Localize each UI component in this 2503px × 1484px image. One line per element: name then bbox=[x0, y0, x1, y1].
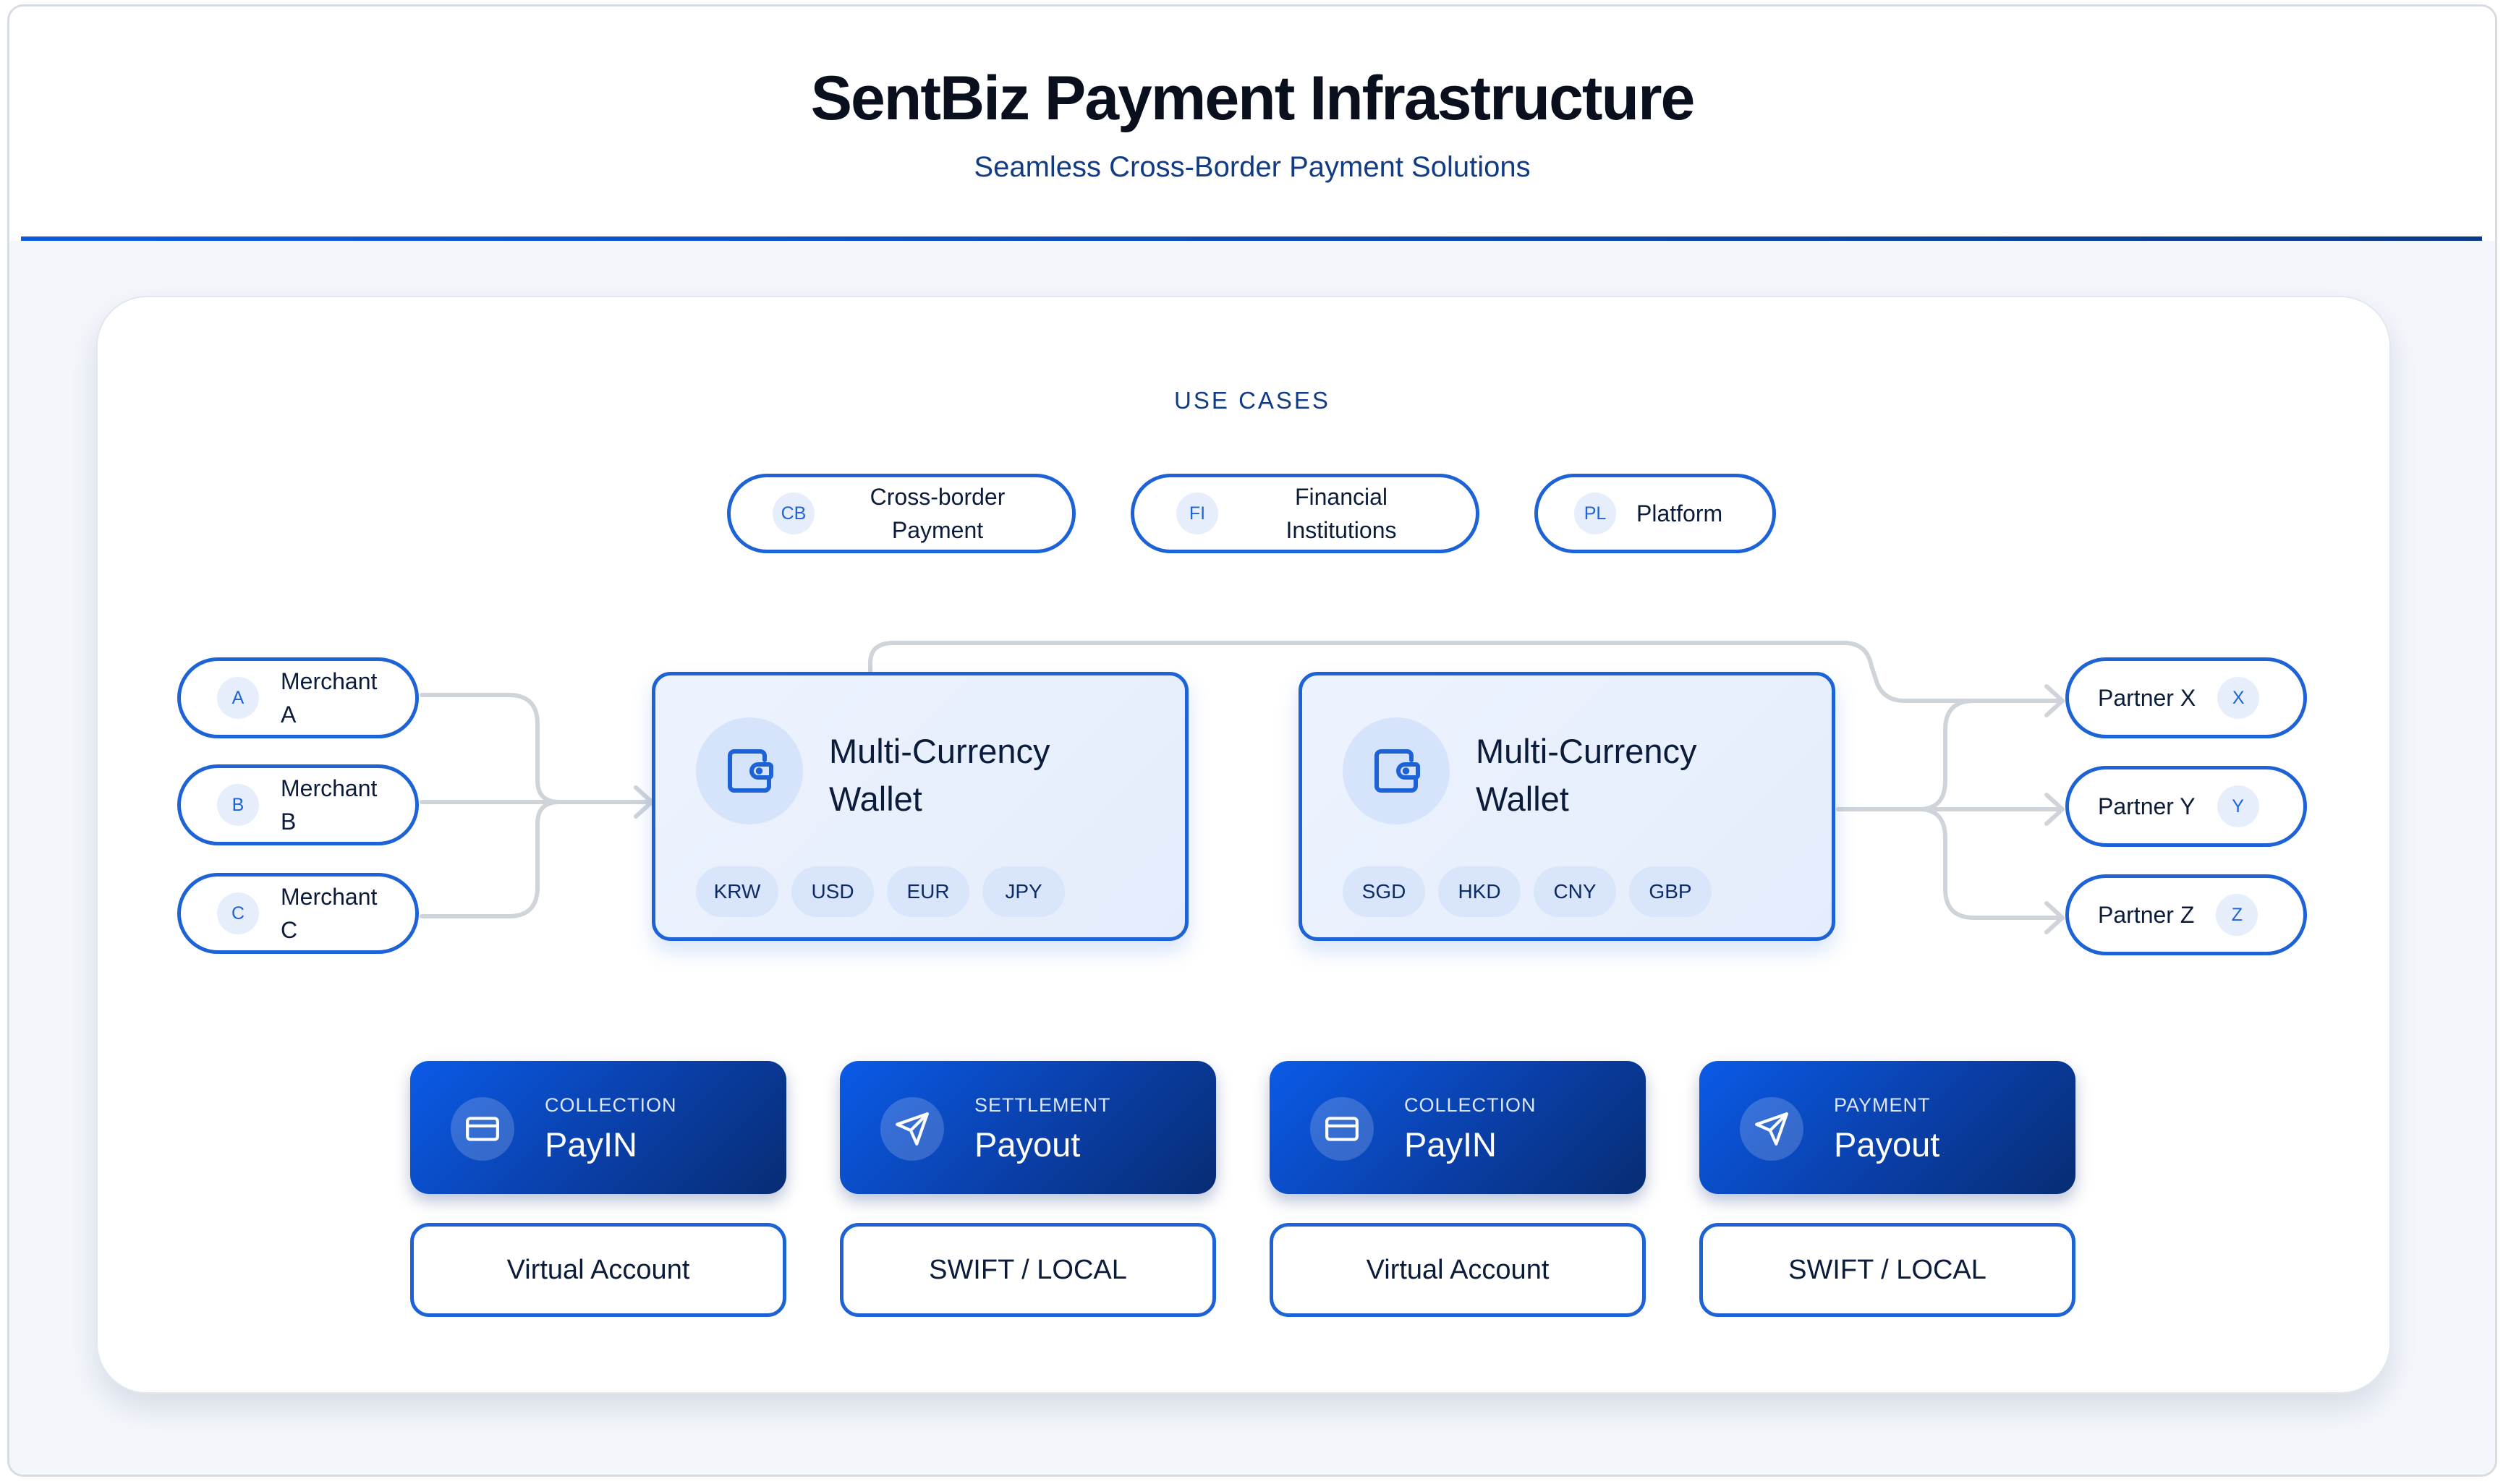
send-icon bbox=[1740, 1097, 1803, 1161]
merchant-label: Merchant C bbox=[281, 884, 378, 943]
connector-wallet-top bbox=[868, 641, 2065, 703]
pl-badge-icon: PL bbox=[1574, 492, 1616, 534]
connector-partner-z bbox=[1836, 807, 2065, 920]
currency-chip: CNY bbox=[1534, 866, 1616, 917]
partner-y-badge-icon: Y bbox=[2217, 785, 2259, 827]
wallet-title: Multi-Currency Wallet bbox=[829, 732, 1050, 818]
wallet-card-1[interactable]: Multi-Currency Wallet KRW USD EUR JPY bbox=[652, 672, 1189, 941]
service-name: Payout bbox=[974, 1125, 1081, 1164]
arrow-partner-z bbox=[2044, 901, 2065, 934]
account-box-virtual-2[interactable]: Virtual Account bbox=[1270, 1223, 1646, 1317]
wallet-icon bbox=[1343, 717, 1450, 824]
service-category: SETTLEMENT bbox=[974, 1094, 1111, 1116]
service-category: PAYMENT bbox=[1834, 1094, 1931, 1116]
partner-label: Partner Z bbox=[2098, 902, 2195, 928]
currency-chips: KRW USD EUR JPY bbox=[696, 866, 1065, 917]
currency-chip: JPY bbox=[982, 866, 1065, 917]
currency-chip: SGD bbox=[1343, 866, 1425, 917]
service-card-payout-1[interactable]: SETTLEMENT Payout bbox=[840, 1061, 1216, 1194]
currency-chip: EUR bbox=[887, 866, 969, 917]
arrow-partner-x bbox=[2044, 684, 2065, 717]
partner-x-badge-icon: X bbox=[2217, 677, 2260, 719]
merchant-c-badge-icon: C bbox=[217, 892, 259, 934]
service-card-payout-2[interactable]: PAYMENT Payout bbox=[1699, 1061, 2075, 1194]
diagram-frame: SentBiz Payment Infrastructure Seamless … bbox=[7, 4, 2497, 1477]
use-case-label: Platform bbox=[1636, 500, 1723, 526]
wallet-card-2[interactable]: Multi-Currency Wallet SGD HKD CNY GBP bbox=[1299, 672, 1835, 941]
connector-merchant-a bbox=[420, 693, 654, 804]
partner-label: Partner Y bbox=[2098, 793, 2196, 819]
card-icon bbox=[451, 1097, 514, 1161]
page-title: SentBiz Payment Infrastructure bbox=[810, 64, 1696, 133]
service-category: COLLECTION bbox=[1404, 1094, 1537, 1116]
use-cases-label: USE CASES bbox=[1174, 387, 1330, 414]
partner-y[interactable]: Partner Y Y bbox=[2065, 766, 2307, 847]
use-case-label: Financial Institutions bbox=[1286, 484, 1397, 543]
connector-partner-x bbox=[1836, 699, 2065, 811]
fi-badge-icon: FI bbox=[1176, 492, 1218, 534]
merchant-c[interactable]: C Merchant C bbox=[177, 873, 419, 954]
arrow-partner-y bbox=[2044, 793, 2065, 826]
account-box-swift-2[interactable]: SWIFT / LOCAL bbox=[1699, 1223, 2075, 1317]
account-box-swift-1[interactable]: SWIFT / LOCAL bbox=[840, 1223, 1216, 1317]
use-case-platform[interactable]: PL Platform bbox=[1534, 474, 1776, 553]
merchant-b-badge-icon: B bbox=[217, 784, 259, 826]
currency-chips: SGD HKD CNY GBP bbox=[1343, 866, 1712, 917]
partner-z[interactable]: Partner Z Z bbox=[2065, 874, 2307, 955]
card-icon bbox=[1310, 1097, 1374, 1161]
merchant-label: Merchant B bbox=[281, 775, 378, 835]
cb-badge-icon: CB bbox=[773, 492, 815, 534]
merchant-b[interactable]: B Merchant B bbox=[177, 764, 419, 845]
service-name: Payout bbox=[1834, 1125, 1940, 1164]
service-card-payin-1[interactable]: COLLECTION PayIN bbox=[410, 1061, 786, 1194]
connector-merchant-c bbox=[420, 800, 654, 918]
merchant-a[interactable]: A Merchant A bbox=[177, 657, 419, 738]
wallet-icon bbox=[696, 717, 803, 824]
partner-x[interactable]: Partner X X bbox=[2065, 657, 2307, 738]
service-category: COLLECTION bbox=[545, 1094, 677, 1116]
currency-chip: GBP bbox=[1629, 866, 1712, 917]
currency-chip: USD bbox=[791, 866, 874, 917]
connector-lines bbox=[420, 641, 2065, 934]
service-card-payin-2[interactable]: COLLECTION PayIN bbox=[1270, 1061, 1646, 1194]
header: SentBiz Payment Infrastructure Seamless … bbox=[9, 7, 2495, 241]
merchant-a-badge-icon: A bbox=[217, 677, 259, 719]
merchant-label: Merchant A bbox=[281, 668, 378, 728]
service-name: PayIN bbox=[545, 1125, 637, 1164]
currency-chip: HKD bbox=[1438, 866, 1521, 917]
page-subtitle: Seamless Cross-Border Payment Solutions bbox=[974, 151, 1531, 183]
account-box-virtual-1[interactable]: Virtual Account bbox=[410, 1223, 786, 1317]
use-case-financial-institutions[interactable]: FI Financial Institutions bbox=[1131, 474, 1479, 553]
use-case-label: Cross-border Payment bbox=[870, 484, 1006, 543]
header-divider bbox=[21, 236, 2482, 241]
send-icon bbox=[880, 1097, 944, 1161]
partner-z-badge-icon: Z bbox=[2216, 894, 2258, 936]
currency-chip: KRW bbox=[696, 866, 778, 917]
service-name: PayIN bbox=[1404, 1125, 1497, 1164]
wallet-title: Multi-Currency Wallet bbox=[1476, 732, 1697, 818]
partner-label: Partner X bbox=[2098, 685, 2196, 711]
use-case-cross-border[interactable]: CB Cross-border Payment bbox=[727, 474, 1076, 553]
